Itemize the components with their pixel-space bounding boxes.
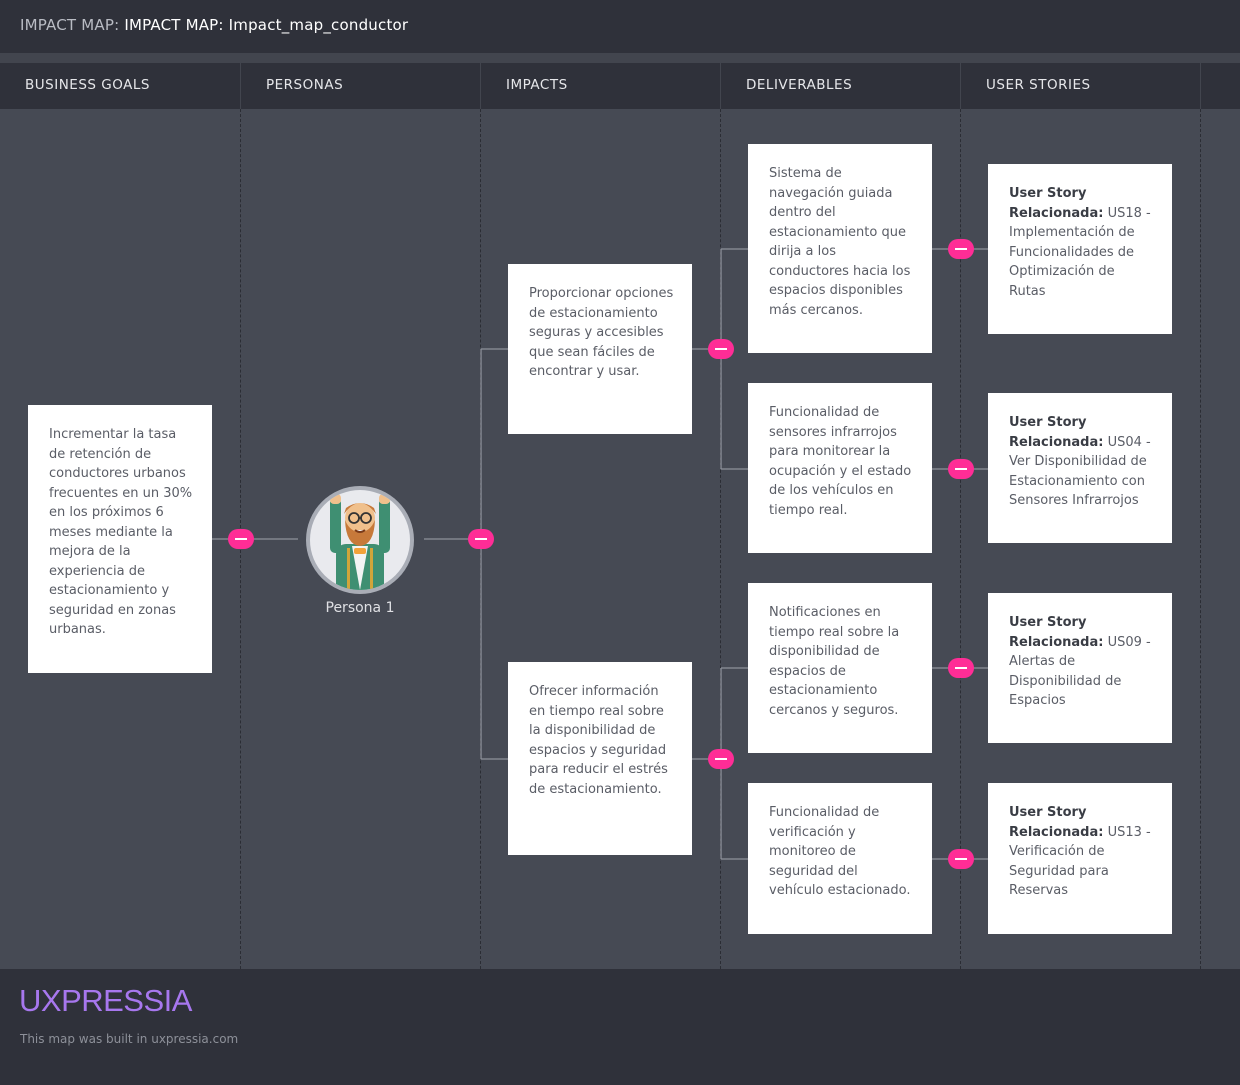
map-canvas: Incrementar la tasa de retención de cond… [0,109,1240,969]
map-title[interactable]: IMPACT MAP: IMPACT MAP: Impact_map_condu… [20,16,408,34]
user-story-label: User Story Relacionada: [1009,615,1104,650]
column-divider [1200,109,1201,969]
column-header-user-stories[interactable]: USER STORIES [961,63,1201,109]
column-divider [960,109,961,969]
user-story-label: User Story Relacionada: [1009,186,1104,221]
deliverable-text: Notificaciones en tiempo real sobre la d… [769,605,900,718]
map-title-name[interactable]: IMPACT MAP: Impact_map_conductor [124,16,409,34]
collapse-toggle-button[interactable] [708,339,734,359]
collapse-toggle-button[interactable] [948,849,974,869]
map-title-prefix: IMPACT MAP: [20,16,120,34]
collapse-toggle-button[interactable] [948,658,974,678]
column-header-empty [1201,63,1240,109]
column-header-business-goals[interactable]: BUSINESS GOALS [0,63,241,109]
column-header-row: BUSINESS GOALS PERSONAS IMPACTS DELIVERA… [0,63,1240,109]
business-goal-text: Incrementar la tasa de retención de cond… [49,427,193,637]
collapse-toggle-button[interactable] [948,459,974,479]
user-story-label: User Story Relacionada: [1009,805,1104,840]
impact-card[interactable]: Proporcionar opciones de estacionamiento… [508,264,692,434]
column-header-impacts[interactable]: IMPACTS [481,63,721,109]
user-story-label: User Story Relacionada: [1009,415,1104,450]
deliverable-text: Funcionalidad de verificación y monitore… [769,805,911,898]
collapse-toggle-button[interactable] [468,529,494,549]
bearded-man-avatar-icon [310,490,410,590]
user-story-text: US09 - Alertas de Disponibilidad de Espa… [1009,634,1151,709]
user-story-text: US13 - Verificación de Seguridad para Re… [1009,824,1151,899]
persona-avatar[interactable] [306,486,414,594]
uxpressia-logo[interactable]: UXPRESSIA [19,983,192,1018]
collapse-toggle-button[interactable] [948,239,974,259]
user-story-card[interactable]: User Story Relacionada: US09 - Alertas d… [988,593,1172,743]
deliverable-card[interactable]: Funcionalidad de verificación y monitore… [748,783,932,934]
user-story-card[interactable]: User Story Relacionada: US13 - Verificac… [988,783,1172,934]
footer-note[interactable]: This map was built in uxpressia.com [20,1032,239,1046]
business-goal-card[interactable]: Incrementar la tasa de retención de cond… [28,405,212,673]
collapse-toggle-button[interactable] [708,749,734,769]
user-story-card[interactable]: User Story Relacionada: US04 - Ver Dispo… [988,393,1172,543]
header-separator [0,53,1240,63]
user-story-card[interactable]: User Story Relacionada: US18 - Implement… [988,164,1172,334]
footer: UXPRESSIA This map was built in uxpressi… [0,969,1240,1085]
user-story-text: US18 - Implementación de Funcionalidades… [1009,205,1151,299]
column-header-personas[interactable]: PERSONAS [241,63,481,109]
impact-text: Ofrecer información en tiempo real sobre… [529,684,668,797]
connector-lines [212,248,988,860]
title-bar: IMPACT MAP: IMPACT MAP: Impact_map_condu… [0,0,1240,53]
deliverable-text: Funcionalidad de sensores infrarrojos pa… [769,405,912,518]
persona-name[interactable]: Persona 1 [325,600,395,616]
deliverable-card[interactable]: Sistema de navegación guiada dentro del … [748,144,932,353]
impact-card[interactable]: Ofrecer información en tiempo real sobre… [508,662,692,855]
deliverable-card[interactable]: Funcionalidad de sensores infrarrojos pa… [748,383,932,553]
user-story-text: US04 - Ver Disponibilidad de Estacionami… [1009,434,1151,509]
column-divider [720,109,721,969]
impact-text: Proporcionar opciones de estacionamiento… [529,286,674,379]
deliverable-text: Sistema de navegación guiada dentro del … [769,166,911,318]
column-header-deliverables[interactable]: DELIVERABLES [721,63,961,109]
collapse-toggle-button[interactable] [228,529,254,549]
deliverable-card[interactable]: Notificaciones en tiempo real sobre la d… [748,583,932,753]
